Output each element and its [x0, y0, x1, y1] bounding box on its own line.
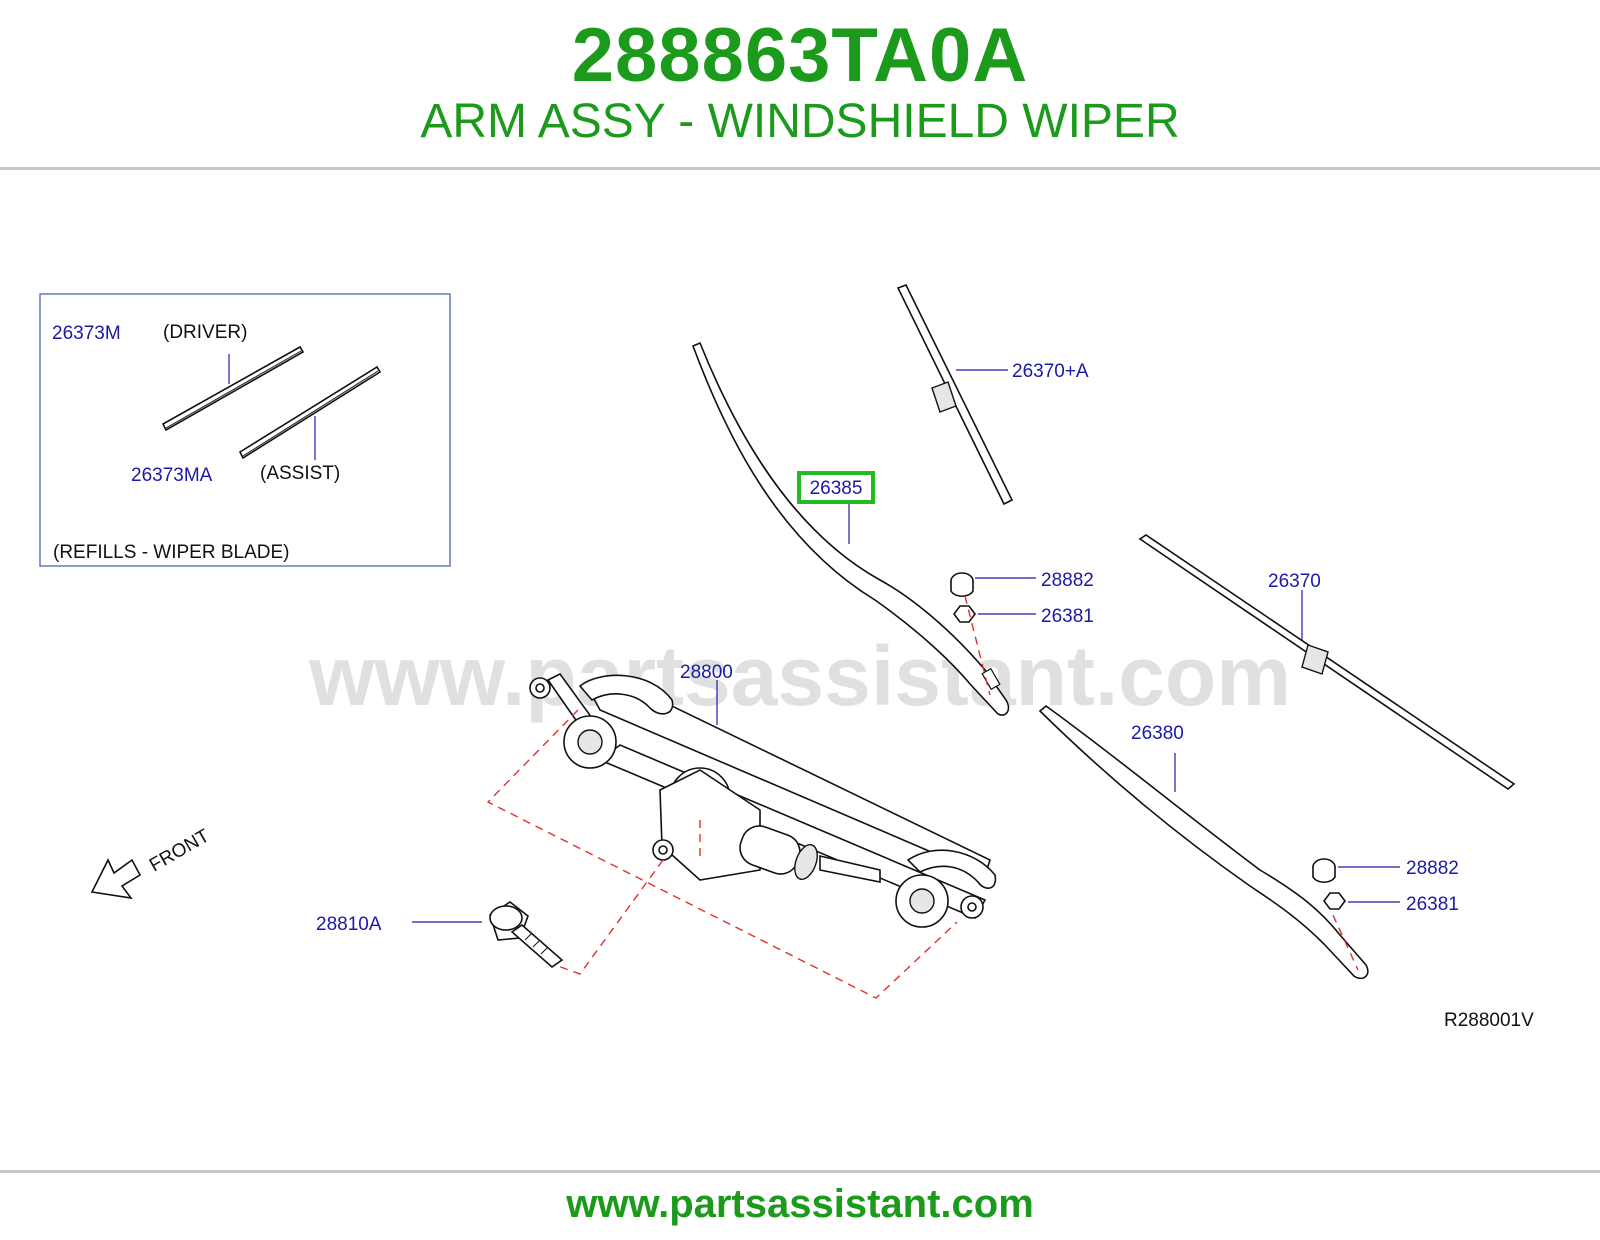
refill-driver-part[interactable]: 26373M: [52, 323, 121, 344]
callout-arm-driver[interactable]: 26385: [810, 478, 863, 499]
callout-arm-assist[interactable]: 26380: [1131, 723, 1184, 744]
callout-bolt[interactable]: 28810A: [316, 914, 382, 935]
header-divider: [0, 167, 1600, 170]
highlight-box: [797, 471, 875, 504]
reference-code: R288001V: [1444, 1010, 1534, 1031]
callout-nut-assist[interactable]: 26381: [1406, 894, 1459, 915]
part-number-title: 288863TA0A: [571, 13, 1029, 98]
assist-wiper-blade: 26370: [1138, 534, 1516, 791]
footer-website-link[interactable]: www.partsassistant.com: [566, 1182, 1034, 1226]
callout-cap-assist[interactable]: 28882: [1406, 858, 1459, 879]
watermark-text: www.partsassistant.com: [308, 629, 1291, 723]
front-indicator: FRONT: [90, 825, 214, 900]
install-leader-lines: [486, 709, 958, 999]
front-arrow-icon: [90, 858, 142, 900]
refill-assist-note: (ASSIST): [260, 463, 340, 484]
callout-blade-driver[interactable]: 26370+A: [1012, 361, 1089, 382]
callout-nut-driver[interactable]: 26381: [1041, 606, 1094, 627]
refills-inset: 26373M (DRIVER) 26373MA (ASSIST) (REFILL…: [39, 293, 451, 567]
refill-assist-part[interactable]: 26373MA: [131, 465, 213, 486]
diagram-canvas: www.partsassistant.com 26373M (DRIVER) 2…: [39, 283, 1534, 1031]
parts-diagram: www.partsassistant.com 26373M (DRIVER) 2…: [0, 170, 1600, 1170]
assist-wiper-arm: 26380: [1038, 704, 1369, 980]
refills-box-border: [39, 293, 451, 567]
refill-driver-note: (DRIVER): [163, 322, 247, 343]
driver-wiper-blade: 26370+A: [896, 283, 1089, 506]
page-header: 288863TA0A ARM ASSY - WINDSHIELD WIPER: [0, 0, 1600, 170]
wiper-linkage-motor: 28800: [529, 662, 997, 928]
part-description: ARM ASSY - WINDSHIELD WIPER: [420, 95, 1180, 148]
mounting-bolt: 28810A: [316, 901, 564, 969]
assist-refill-strip: [238, 365, 382, 460]
driver-cap-nut: 28882 26381: [950, 570, 1094, 696]
callout-linkage[interactable]: 28800: [680, 662, 733, 683]
assist-cap-nut: 28882 26381: [1312, 858, 1459, 971]
refills-caption: (REFILLS - WIPER BLADE): [53, 542, 290, 563]
footer-divider: [0, 1170, 1600, 1173]
callout-blade-assist[interactable]: 26370: [1268, 571, 1321, 592]
callout-cap-driver[interactable]: 28882: [1041, 570, 1094, 591]
front-label: FRONT: [146, 825, 214, 876]
